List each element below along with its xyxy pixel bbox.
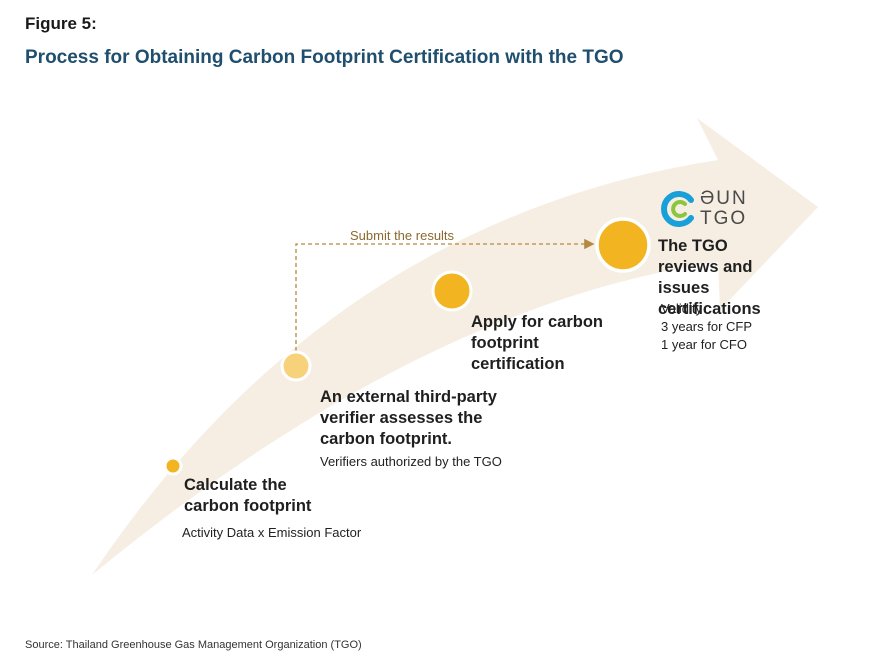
step-1-marker	[163, 456, 183, 476]
submit-connector-line	[295, 238, 595, 365]
validity-cfo: 1 year for CFO	[661, 337, 747, 352]
validity-label: Validity	[661, 301, 702, 316]
source-note: Source: Thailand Greenhouse Gas Manageme…	[25, 639, 362, 651]
tgo-logo: ƏUN TGO	[660, 188, 760, 230]
step-1-subtitle: Activity Data x Emission Factor	[182, 525, 362, 540]
figure-title: Process for Obtaining Carbon Footprint C…	[25, 47, 624, 68]
tgo-logo-icon	[661, 191, 694, 227]
figure-label: Figure 5:	[25, 14, 97, 33]
step-2-title: An external third-party verifier assesse…	[320, 388, 497, 448]
step-4-marker	[595, 217, 651, 273]
validity-cfp: 3 years for CFP	[661, 319, 753, 334]
logo-text-thai: ƏUN	[700, 188, 748, 209]
step-4-validity: Validity 3 years for CFP 1 year for CFO	[661, 300, 752, 354]
logo-text-tgo: TGO	[700, 208, 748, 229]
step-2-marker	[280, 350, 312, 382]
step-1-title: Calculate the carbon footprint	[184, 476, 312, 515]
step-3-title: Apply for carbon footprint certification	[471, 313, 604, 373]
step-3-marker	[431, 270, 473, 312]
step-4-title: The TGO reviews and issues certification…	[658, 237, 761, 318]
connector-label: Submit the results	[350, 228, 455, 243]
step-2-subtitle: Verifiers authorized by the TGO	[320, 454, 502, 469]
